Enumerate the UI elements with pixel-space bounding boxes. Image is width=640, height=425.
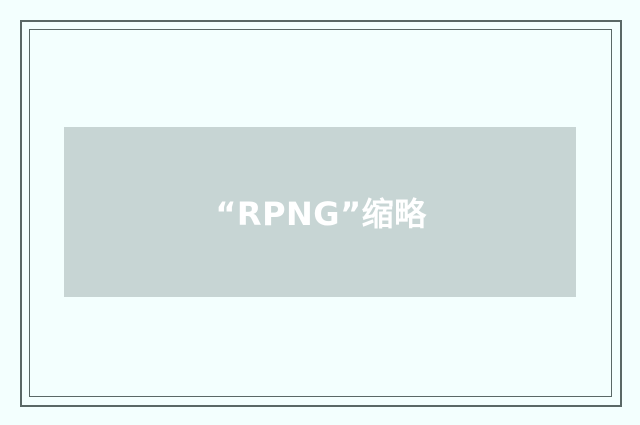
image-placeholder: “RPNG”缩略 [64,127,576,297]
inner-frame-border [29,29,612,397]
placeholder-label: “RPNG”缩略 [215,195,427,233]
outer-frame-border [20,20,622,407]
